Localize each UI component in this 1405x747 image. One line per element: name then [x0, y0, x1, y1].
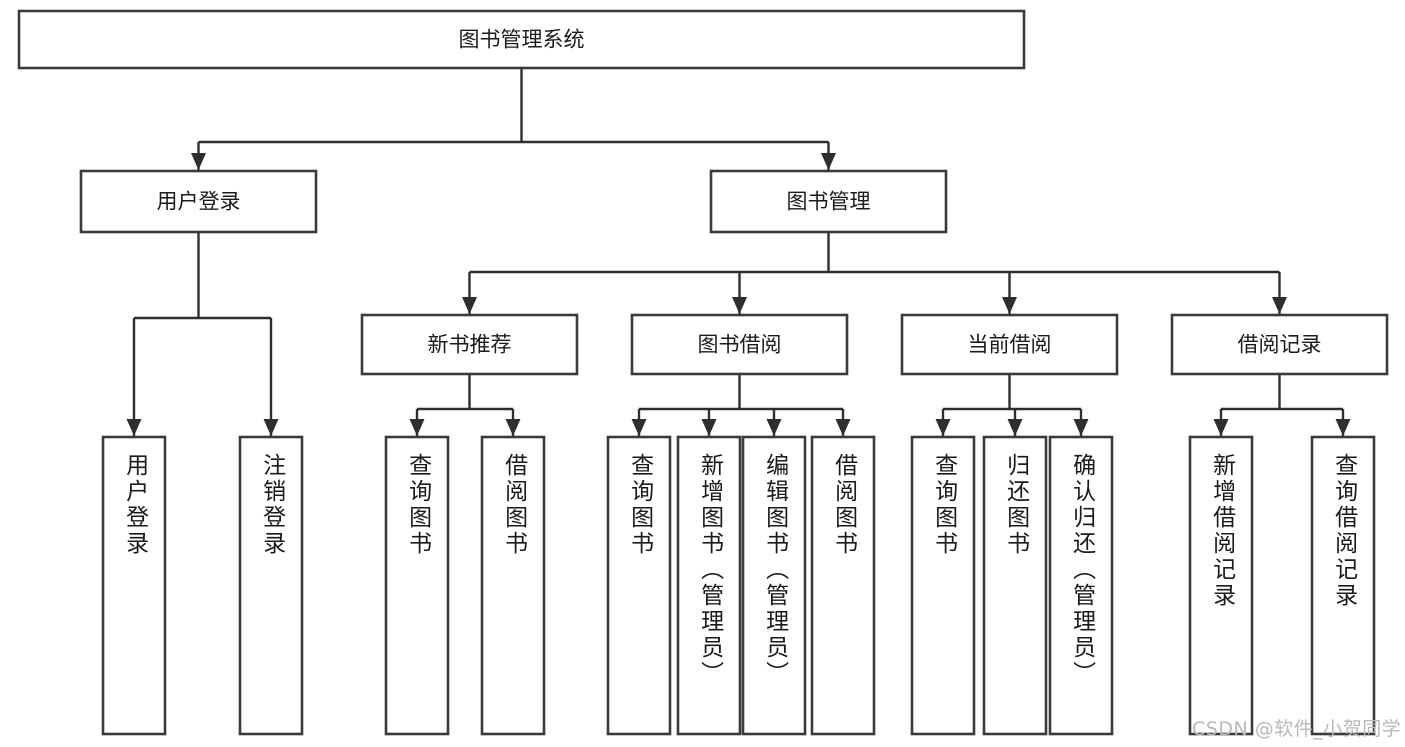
level3-node-1[interactable]: [630, 313, 849, 376]
arrow-head-icon: [1272, 297, 1287, 314]
leaf-node-2[interactable]: [384, 435, 450, 736]
arrow-head-icon: [732, 297, 747, 314]
arrow-head-icon: [766, 419, 782, 436]
arrow-head-icon: [1007, 419, 1023, 436]
arrow-head-icon: [1073, 419, 1089, 436]
node-boxes: [17, 9, 1389, 736]
arrow-head-icon: [1335, 419, 1351, 436]
node-box[interactable]: [630, 313, 849, 376]
leaf-node-8[interactable]: [910, 435, 976, 736]
arrow-head-icon: [935, 419, 951, 436]
arrow-head-icon: [631, 419, 647, 436]
level2-node-0[interactable]: [79, 169, 318, 234]
leaf-node-4[interactable]: [606, 435, 672, 736]
leaf-node-11[interactable]: [1188, 435, 1254, 736]
node-label: 新书推荐: [428, 333, 512, 357]
level3-node-2[interactable]: [900, 313, 1119, 376]
leaf-node-1[interactable]: [238, 435, 304, 736]
arrow-head-icon: [409, 419, 425, 436]
leaf-node-3[interactable]: [480, 435, 546, 736]
node-box[interactable]: [1170, 313, 1389, 376]
level3-node-3[interactable]: [1170, 313, 1389, 376]
node-label: 借阅记录: [1238, 333, 1322, 357]
watermark-text: CSDN @软件_小贺同学: [1192, 718, 1402, 740]
arrow-head-icon: [701, 419, 717, 436]
arrow-head-icon: [835, 419, 851, 436]
arrow-head-icon: [263, 419, 279, 436]
arrow-head-icon: [126, 419, 142, 436]
arrow-head-icon: [1213, 419, 1229, 436]
arrow-head-icon: [821, 153, 836, 170]
connector-lines: [126, 68, 1351, 436]
leaf-node-6[interactable]: [741, 435, 807, 736]
node-box[interactable]: [709, 169, 948, 234]
leaf-node-9[interactable]: [982, 435, 1048, 736]
node-box[interactable]: [79, 169, 318, 234]
node-label: 用户登录: [157, 190, 241, 214]
node-box[interactable]: [900, 313, 1119, 376]
leaf-node-5[interactable]: [676, 435, 742, 736]
arrow-head-icon: [462, 297, 477, 314]
leaf-node-0[interactable]: [101, 435, 167, 736]
level3-node-0[interactable]: [360, 313, 579, 376]
node-label: 当前借阅: [968, 333, 1052, 357]
node-label: 图书管理: [787, 190, 871, 214]
arrow-head-icon: [191, 153, 206, 170]
node-box[interactable]: [360, 313, 579, 376]
leaf-node-10[interactable]: [1048, 435, 1114, 736]
root-node-图书管理系统[interactable]: [17, 9, 1026, 70]
leaf-node-12[interactable]: [1310, 435, 1376, 736]
level2-node-1[interactable]: [709, 169, 948, 234]
arrow-head-icon: [505, 419, 521, 436]
leaf-node-7[interactable]: [810, 435, 876, 736]
arrow-head-icon: [1002, 297, 1017, 314]
node-box[interactable]: [17, 9, 1026, 70]
node-label: 图书管理系统: [459, 28, 585, 52]
node-label: 图书借阅: [698, 333, 782, 357]
